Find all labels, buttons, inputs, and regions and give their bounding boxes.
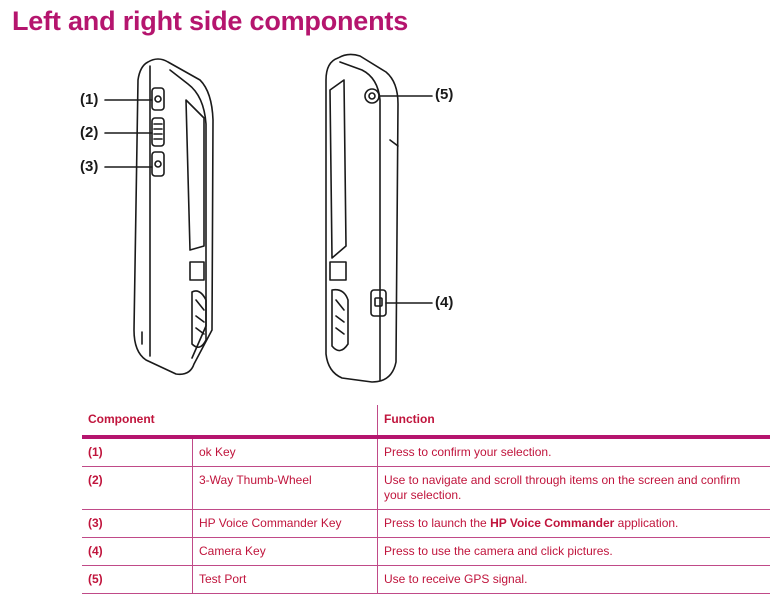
function-text: Use to receive GPS signal. — [384, 572, 528, 586]
function-text: Press to launch the — [384, 516, 491, 530]
component-function: Press to launch the HP Voice Commander a… — [377, 509, 770, 538]
function-text-end: application. — [614, 516, 679, 530]
component-name: Test Port — [192, 565, 378, 594]
table-row: (1) ok Key Press to confirm your selecti… — [82, 437, 770, 467]
function-text-bold: HP Voice Commander — [490, 516, 615, 530]
device-side-views-illustration — [104, 53, 433, 383]
right-side-device-view — [325, 53, 433, 383]
page-title: Left and right side components — [12, 6, 409, 36]
left-side-device-view — [104, 58, 214, 376]
column-header-function: Function — [377, 405, 770, 439]
component-number: (4) — [82, 537, 193, 566]
callout-5: (5) — [435, 86, 454, 103]
callout-4: (4) — [435, 294, 454, 311]
function-text: Press to confirm your selection. — [384, 445, 552, 459]
column-header-component: Component — [82, 405, 378, 439]
table-row: (2) 3-Way Thumb-Wheel Use to navigate an… — [82, 466, 770, 510]
callout-2: (2) — [80, 124, 99, 141]
component-function: Use to navigate and scroll through items… — [377, 466, 770, 510]
component-number: (1) — [82, 437, 193, 467]
table-header-row: Component Function — [82, 405, 770, 439]
components-table: Component Function (1) ok Key Press to c… — [82, 405, 770, 594]
component-function: Press to confirm your selection. — [377, 437, 770, 467]
component-name: Camera Key — [192, 537, 378, 566]
table-row: (3) HP Voice Commander Key Press to laun… — [82, 509, 770, 538]
component-name: 3-Way Thumb-Wheel — [192, 466, 378, 510]
component-number: (5) — [82, 565, 193, 594]
table-row: (4) Camera Key Press to use the camera a… — [82, 537, 770, 566]
component-name: HP Voice Commander Key — [192, 509, 378, 538]
callout-1: (1) — [80, 91, 99, 108]
table-row: (5) Test Port Use to receive GPS signal. — [82, 565, 770, 594]
component-function: Use to receive GPS signal. — [377, 565, 770, 594]
component-name: ok Key — [192, 437, 378, 467]
component-number: (2) — [82, 466, 193, 510]
function-text: Press to use the camera and click pictur… — [384, 544, 613, 558]
function-text: Use to navigate and scroll through items… — [384, 473, 741, 502]
component-number: (3) — [82, 509, 193, 538]
component-function: Press to use the camera and click pictur… — [377, 537, 770, 566]
callout-3: (3) — [80, 158, 99, 175]
